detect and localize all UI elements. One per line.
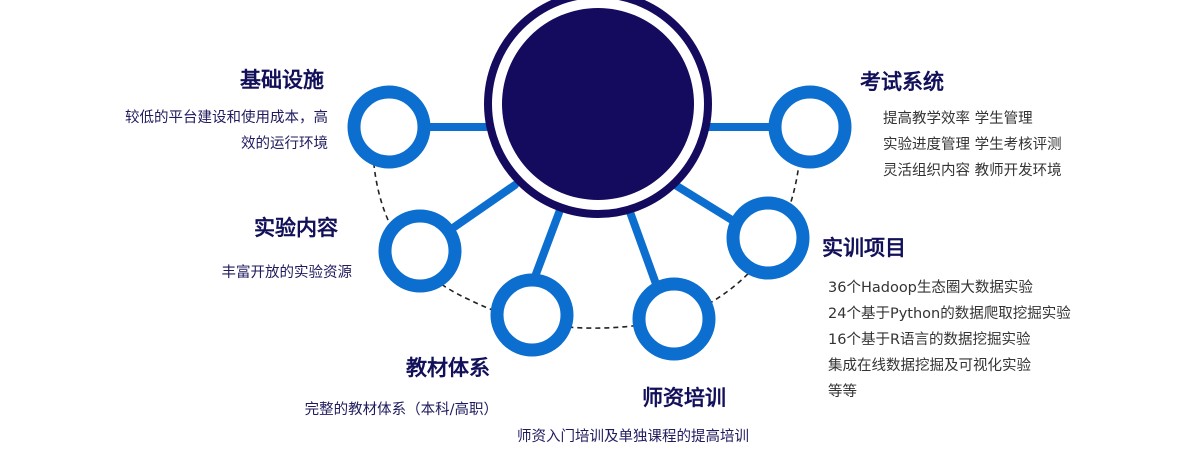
desc-line: 较低的平台建设和使用成本，高 xyxy=(125,110,328,126)
desc-line: 效的运行环境 xyxy=(241,136,328,152)
section-desc-kaoshi: 提高教学效率 学生管理 实验进度管理 学生考核评测 灵活组织内容 教师开发环境 xyxy=(883,106,1062,184)
section-desc-jichu: 较低的平台建设和使用成本，高 效的运行环境 xyxy=(125,105,328,157)
section-title-kaoshi: 考试系统 xyxy=(860,70,944,94)
section-desc-jiaocai: 完整的教材体系（本科/高职） xyxy=(305,397,498,423)
desc-line: 丰富开放的实验资源 xyxy=(221,265,353,281)
node-shizi xyxy=(632,277,716,361)
spoke-shizi xyxy=(626,208,664,299)
desc-line: 16个基于R语言的数据挖掘实验 xyxy=(828,332,1031,348)
desc-line: 实验进度管理 学生考核评测 xyxy=(883,137,1062,153)
desc-line: 师资入门培训及单独课程的提高培训 xyxy=(517,429,749,445)
node-shiyan xyxy=(378,209,462,293)
desc-line: 集成在线数据挖掘及可视化实验 xyxy=(828,358,1031,374)
node-kaoshi xyxy=(768,85,852,169)
section-title-jichu: 基础设施 xyxy=(240,68,324,92)
hub-core xyxy=(502,8,694,200)
spoke-shiyan xyxy=(446,181,519,234)
desc-line: 24个基于Python的数据爬取挖掘实验 xyxy=(828,306,1071,322)
node-jichu xyxy=(347,85,431,169)
node-jiaocai xyxy=(490,273,574,357)
spoke-shixun xyxy=(668,179,744,229)
section-desc-shixun: 36个Hadoop生态圈大数据实验 24个基于Python的数据爬取挖掘实验 1… xyxy=(828,275,1071,405)
desc-line: 等等 xyxy=(828,384,857,400)
desc-line: 完整的教材体系（本科/高职） xyxy=(304,402,498,418)
section-title-jiaocai: 教材体系 xyxy=(406,356,490,380)
desc-line: 灵活组织内容 教师开发环境 xyxy=(883,163,1062,179)
desc-line: 36个Hadoop生态圈大数据实验 xyxy=(828,280,1033,296)
section-title-shixun: 实训项目 xyxy=(822,236,906,260)
section-title-shizi: 师资培训 xyxy=(642,386,726,410)
node-shixun xyxy=(726,196,810,280)
hub-ring xyxy=(484,0,712,218)
section-desc-shiyan: 丰富开放的实验资源 xyxy=(222,260,353,286)
section-desc-shizi: 师资入门培训及单独课程的提高培训 xyxy=(517,424,749,450)
desc-line: 提高教学效率 学生管理 xyxy=(883,111,1033,127)
section-title-shiyan: 实验内容 xyxy=(254,216,338,240)
